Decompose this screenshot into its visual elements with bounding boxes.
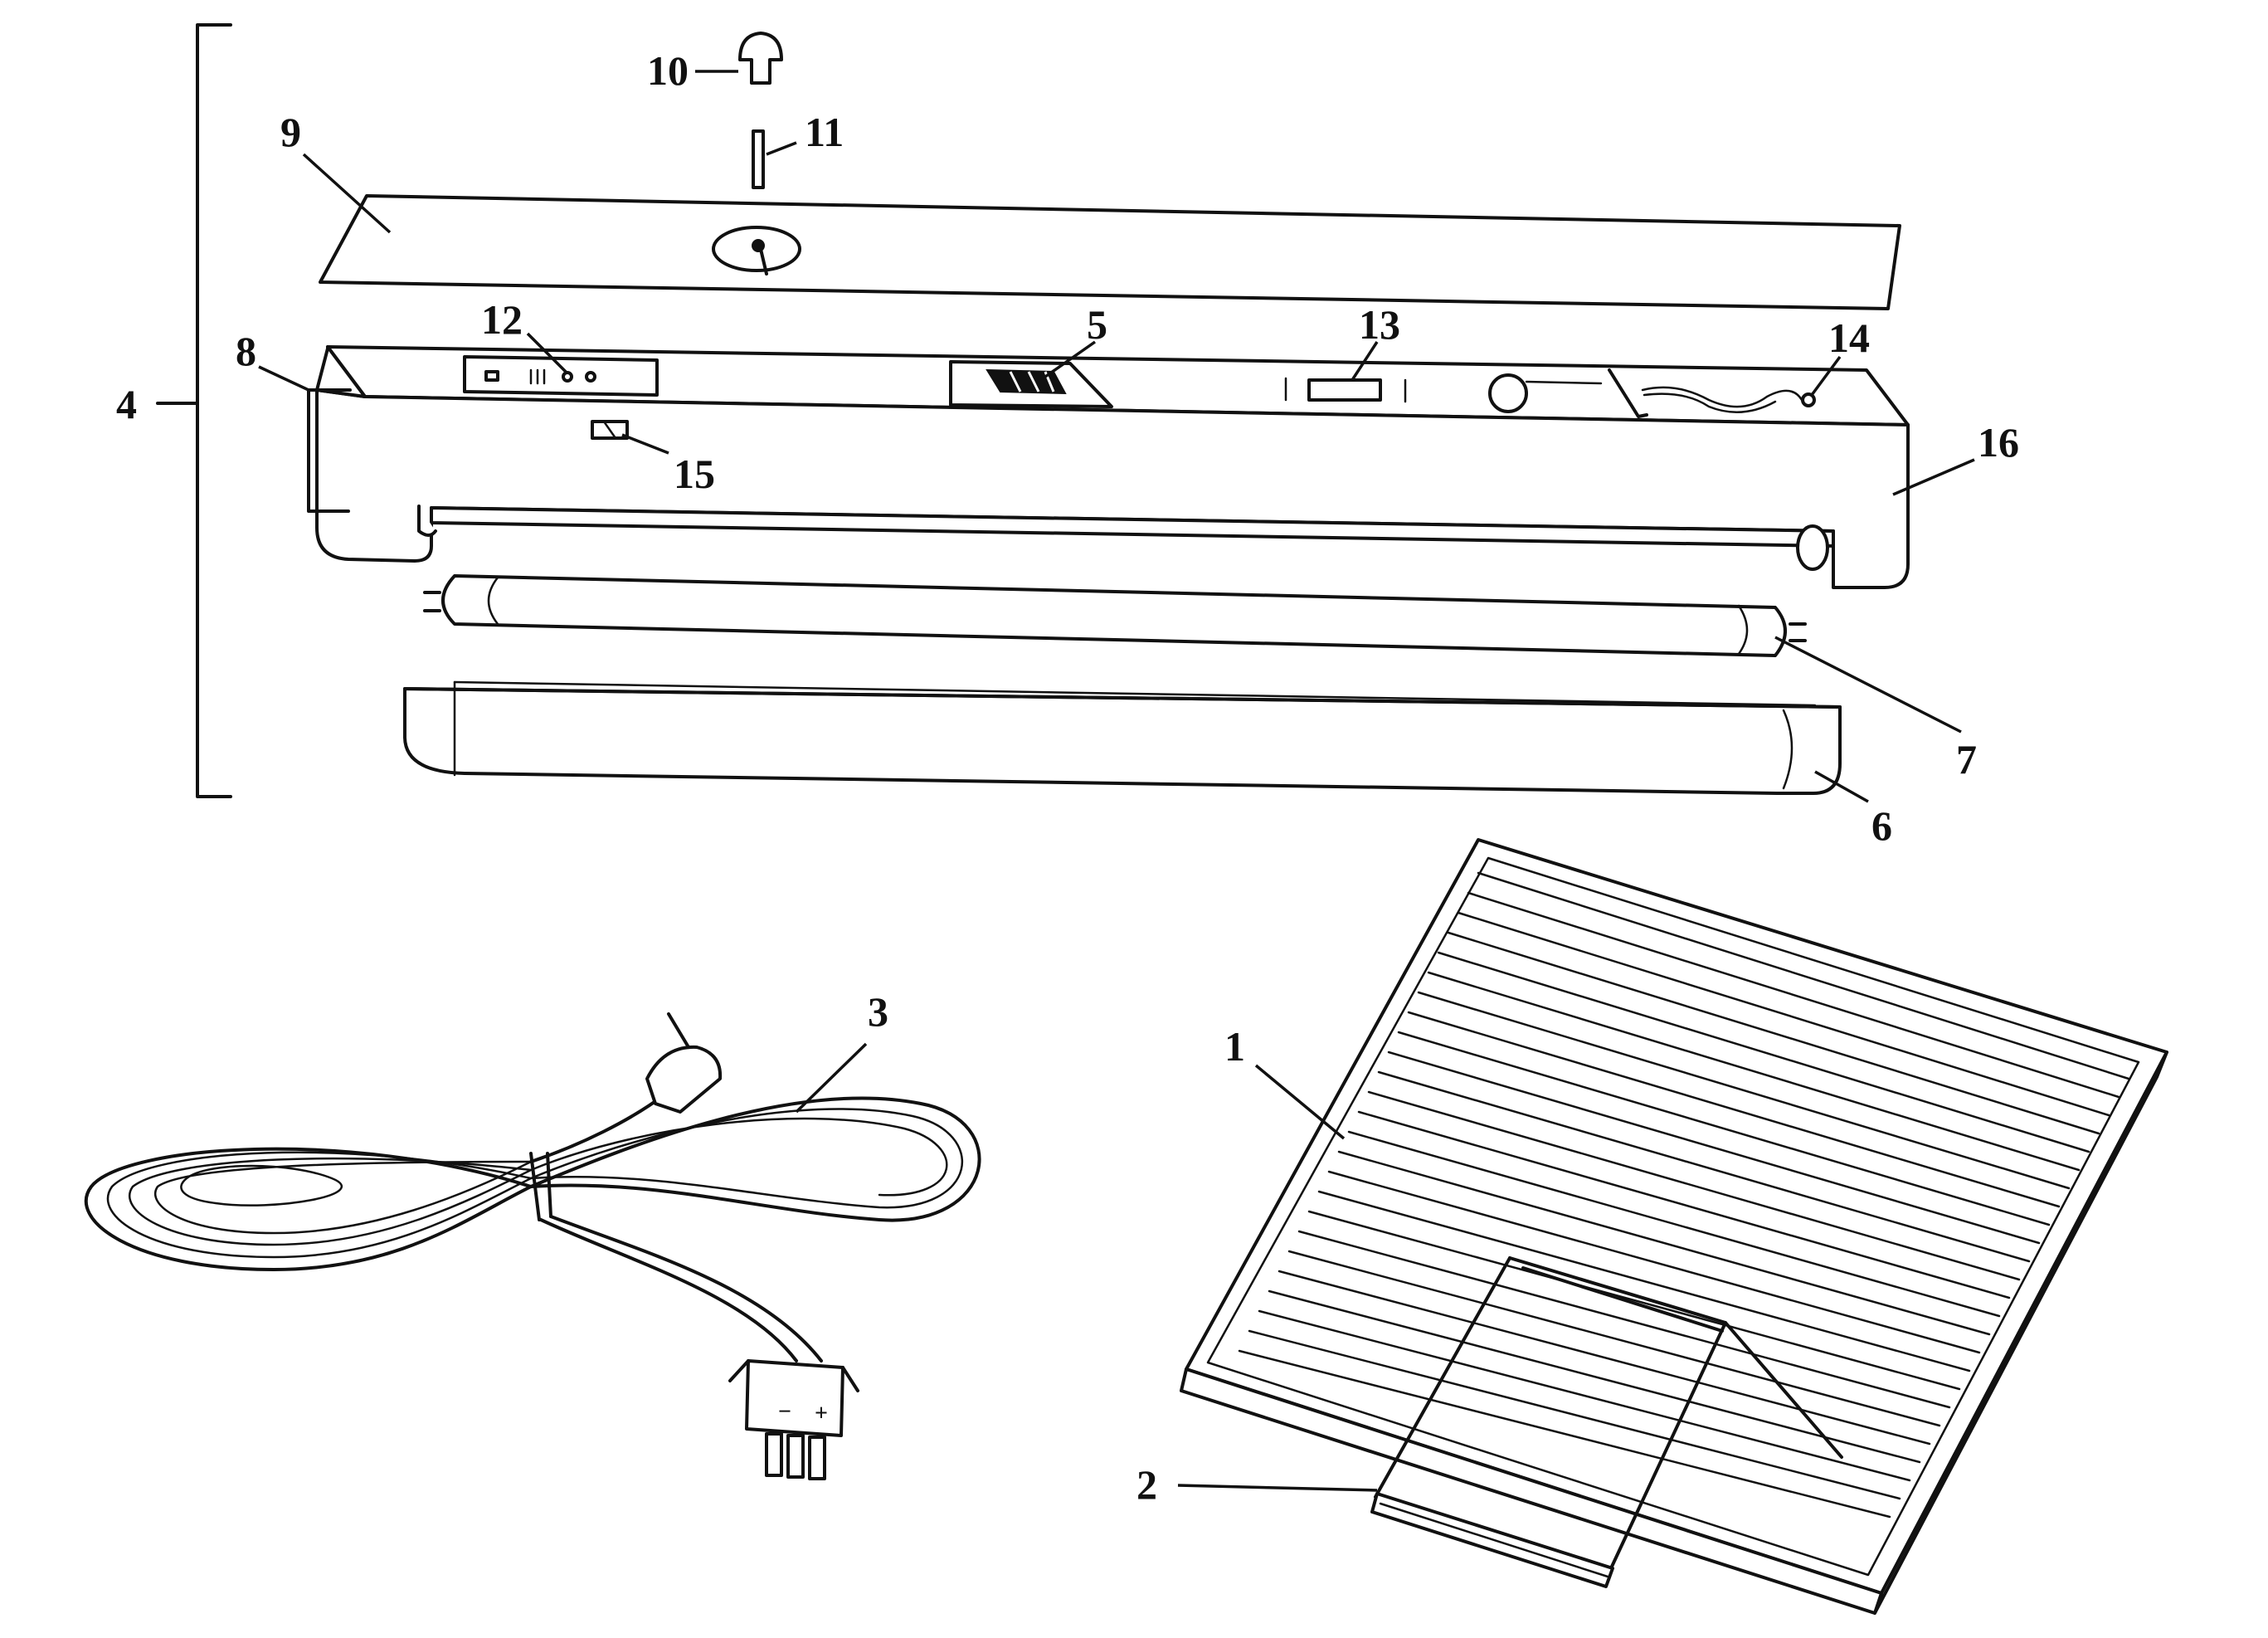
part-14-wire-lead — [1488, 368, 1816, 418]
part-5-ballast — [949, 360, 1113, 408]
callout-12: 12 — [481, 296, 523, 343]
callout-8: 8 — [236, 328, 256, 374]
panel-cell-lines — [1238, 871, 2130, 1519]
part-8-end-clip — [307, 388, 352, 513]
callout-6: 6 — [1871, 802, 1892, 849]
part-1-solar-panel — [1180, 838, 2168, 1615]
part-3-cable-coil: − + — [85, 1012, 981, 1480]
callout-11: 11 — [805, 109, 844, 155]
callout-1: 1 — [1224, 1023, 1245, 1070]
assembly-bracket — [156, 23, 232, 798]
part-7-tube — [423, 574, 1807, 657]
part-6-diffuser — [403, 680, 1842, 795]
connector-minus-mark: − — [778, 1399, 791, 1425]
part-11-pin — [752, 129, 765, 189]
callout-14: 14 — [1828, 314, 1870, 361]
callout-9: 9 — [280, 109, 301, 155]
callout-2: 2 — [1136, 1461, 1157, 1508]
part-10-knob — [738, 32, 783, 85]
callout-3: 3 — [868, 988, 888, 1035]
connector-plus-mark: + — [815, 1401, 828, 1426]
leader-lines — [258, 70, 1975, 1492]
callout-labels: 10 11 9 12 5 13 14 8 4 16 15 7 6 3 1 2 — [116, 47, 2019, 1508]
callout-10: 10 — [647, 47, 689, 94]
callout-15: 15 — [674, 451, 715, 497]
callout-5: 5 — [1087, 301, 1107, 348]
callout-4: 4 — [116, 381, 137, 427]
part-13-switch — [1284, 377, 1407, 403]
part-15-fuse — [591, 420, 629, 440]
part-2-kickstand — [1370, 1256, 1843, 1588]
callout-13: 13 — [1359, 301, 1400, 348]
callout-16: 16 — [1978, 419, 2019, 466]
callout-7: 7 — [1956, 736, 1977, 782]
part-9-lid-panel — [319, 194, 1901, 310]
part-12-control-board — [463, 355, 659, 397]
